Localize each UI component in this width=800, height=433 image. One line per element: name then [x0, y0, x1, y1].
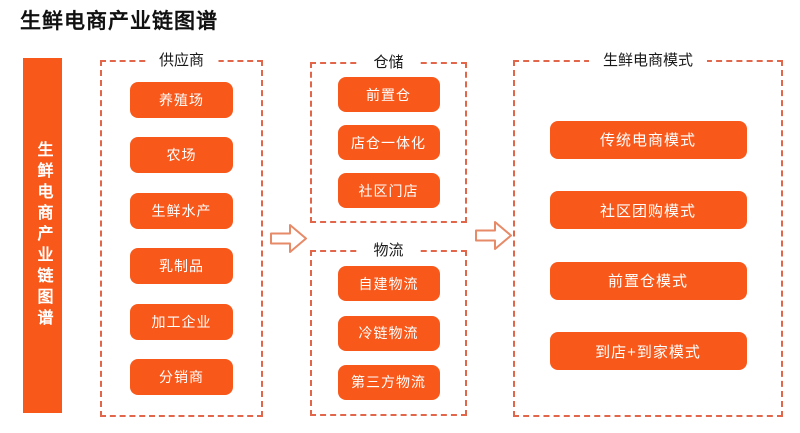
node-self-built-logistics: 自建物流: [337, 266, 440, 302]
group-title-ecommerce-models: 生鲜电商模式: [588, 51, 708, 71]
node-front-warehouse-model: 前置仓模式: [549, 261, 747, 300]
node-cold-chain-logistics: 冷链物流: [337, 315, 440, 351]
node-farm: 农场: [130, 137, 233, 174]
node-dairy-products: 乳制品: [130, 248, 233, 285]
group-title-warehousing: 仓储: [359, 53, 418, 73]
group-title-logistics: 物流: [359, 241, 418, 261]
node-community-group-buy-model: 社区团购模式: [549, 191, 747, 230]
node-breeding-farm: 养殖场: [130, 81, 233, 118]
node-processing-enterprise: 加工企业: [130, 303, 233, 340]
node-distributor: 分销商: [130, 359, 233, 396]
flow-arrow-icon: [270, 224, 307, 253]
vertical-banner-label: 生鲜电商产业链图谱: [34, 141, 52, 330]
vertical-banner: 生鲜电商产业链图谱: [23, 58, 62, 413]
node-store-warehouse-integrated: 店仓一体化: [337, 125, 440, 160]
node-traditional-ecommerce-model: 传统电商模式: [549, 120, 747, 159]
node-third-party-logistics: 第三方物流: [337, 364, 440, 400]
group-logistics: 物流 自建物流 冷链物流 第三方物流: [310, 241, 467, 416]
group-title-suppliers: 供应商: [144, 51, 219, 71]
group-warehousing: 仓储 前置仓 店仓一体化 社区门店: [310, 53, 467, 223]
group-ecommerce-models: 生鲜电商模式 传统电商模式 社区团购模式 前置仓模式 到店+到家模式: [513, 51, 783, 417]
group-suppliers: 供应商 养殖场 农场 生鲜水产 乳制品 加工企业 分销商: [100, 51, 263, 417]
node-fresh-aquatic: 生鲜水产: [130, 192, 233, 229]
node-community-store: 社区门店: [337, 173, 440, 208]
node-to-store-to-home-model: 到店+到家模式: [549, 332, 747, 371]
node-front-warehouse: 前置仓: [337, 77, 440, 112]
flow-arrow-icon: [475, 221, 512, 250]
page-title: 生鲜电商产业链图谱: [20, 10, 218, 33]
